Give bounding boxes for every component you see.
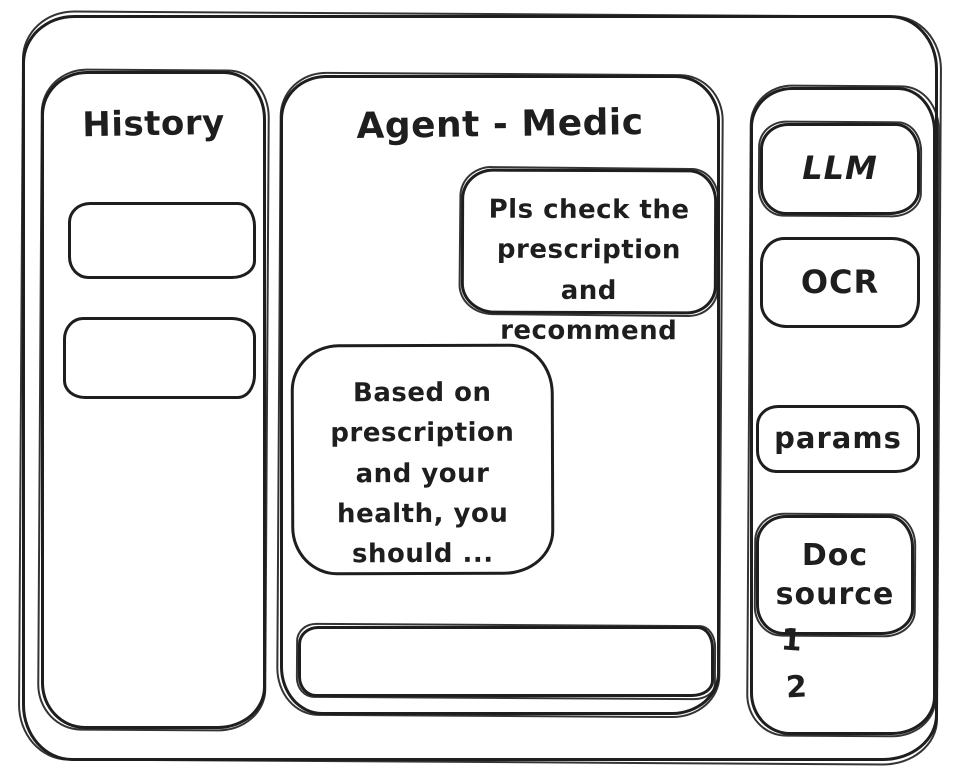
doc-source-button[interactable]: Doc source: [756, 515, 914, 635]
chat-input[interactable]: [301, 629, 711, 694]
tools-panel: LLM OCR params Doc source 1 2: [750, 87, 936, 735]
history-title: History: [81, 102, 226, 146]
params-button[interactable]: params: [756, 405, 920, 473]
chat-panel: Agent - Medic Pls check the prescription…: [280, 75, 720, 715]
chat-title: Agent - Medic: [356, 101, 644, 148]
assistant-message-bubble: Based on prescription and your health, y…: [290, 343, 555, 576]
history-panel: History: [41, 71, 266, 729]
llm-button[interactable]: LLM: [760, 123, 920, 215]
ocr-button[interactable]: OCR: [760, 237, 920, 328]
history-item[interactable]: [68, 202, 256, 279]
chat-input-container: [298, 626, 714, 697]
outer-frame: History Agent - Medic Pls check the pres…: [22, 15, 938, 761]
history-item[interactable]: [63, 317, 256, 399]
doc-source-item[interactable]: 2: [785, 669, 808, 706]
user-message-bubble: Pls check the prescription and recommend: [460, 168, 718, 346]
doc-source-item[interactable]: 1: [779, 622, 804, 659]
